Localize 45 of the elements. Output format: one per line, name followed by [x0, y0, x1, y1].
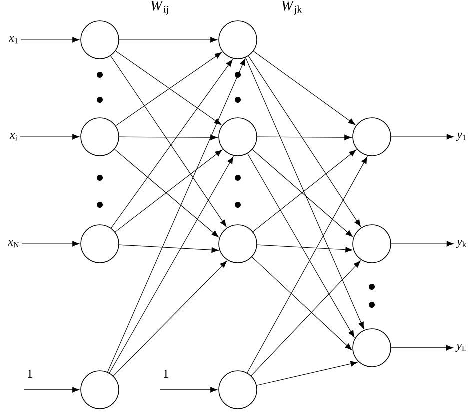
- variable-label: y$_{k}$: [456, 240, 466, 248]
- weight-label: W$_{ij}$: [151, 1, 168, 15]
- arrow: [256, 361, 358, 386]
- arrow: [24, 387, 80, 393]
- neuron-circle: [218, 20, 258, 60]
- neuron-circle: [80, 118, 120, 156]
- edge-label: 1: [26, 369, 34, 379]
- arrow: [247, 153, 355, 338]
- arrow: [248, 56, 362, 227]
- neuron-circle: [80, 224, 120, 264]
- arrow: [119, 244, 219, 253]
- arrow: [252, 256, 352, 350]
- arrow: [253, 51, 356, 126]
- arrow: [251, 260, 361, 376]
- arrow: [119, 37, 218, 43]
- arrow: [245, 57, 364, 330]
- arrow: [391, 345, 454, 351]
- neuron-circle: [352, 328, 392, 368]
- neuron-circle: [352, 118, 392, 156]
- variable-label: x$_{1}$: [8, 36, 18, 44]
- arrow: [119, 134, 218, 140]
- arrow: [108, 58, 246, 373]
- edge-label: 1: [162, 369, 170, 379]
- variable-label: y$_{L}$: [456, 344, 466, 352]
- arrow: [247, 156, 368, 374]
- variable-label: y$_{1}$: [456, 132, 466, 142]
- arrow: [391, 241, 454, 247]
- arrow: [20, 37, 80, 43]
- neuron-circle: [352, 224, 392, 264]
- neuron-circle: [218, 224, 258, 264]
- weight-label: W$_{jk}$: [282, 1, 302, 15]
- arrow: [22, 241, 80, 247]
- variable-label: x$_{i}$: [10, 133, 18, 141]
- arrow: [160, 387, 218, 393]
- arrow: [113, 261, 228, 376]
- neuron-circle: [218, 118, 258, 156]
- neuron-circle: [80, 370, 120, 410]
- arrow: [257, 244, 353, 253]
- arrow: [20, 134, 80, 140]
- arrow: [391, 134, 454, 140]
- neuron-circle: [80, 20, 120, 60]
- arrow: [257, 134, 352, 140]
- arrow: [109, 156, 234, 374]
- neuron-circle: [218, 370, 258, 410]
- variable-label: x$_{N}$: [8, 240, 20, 248]
